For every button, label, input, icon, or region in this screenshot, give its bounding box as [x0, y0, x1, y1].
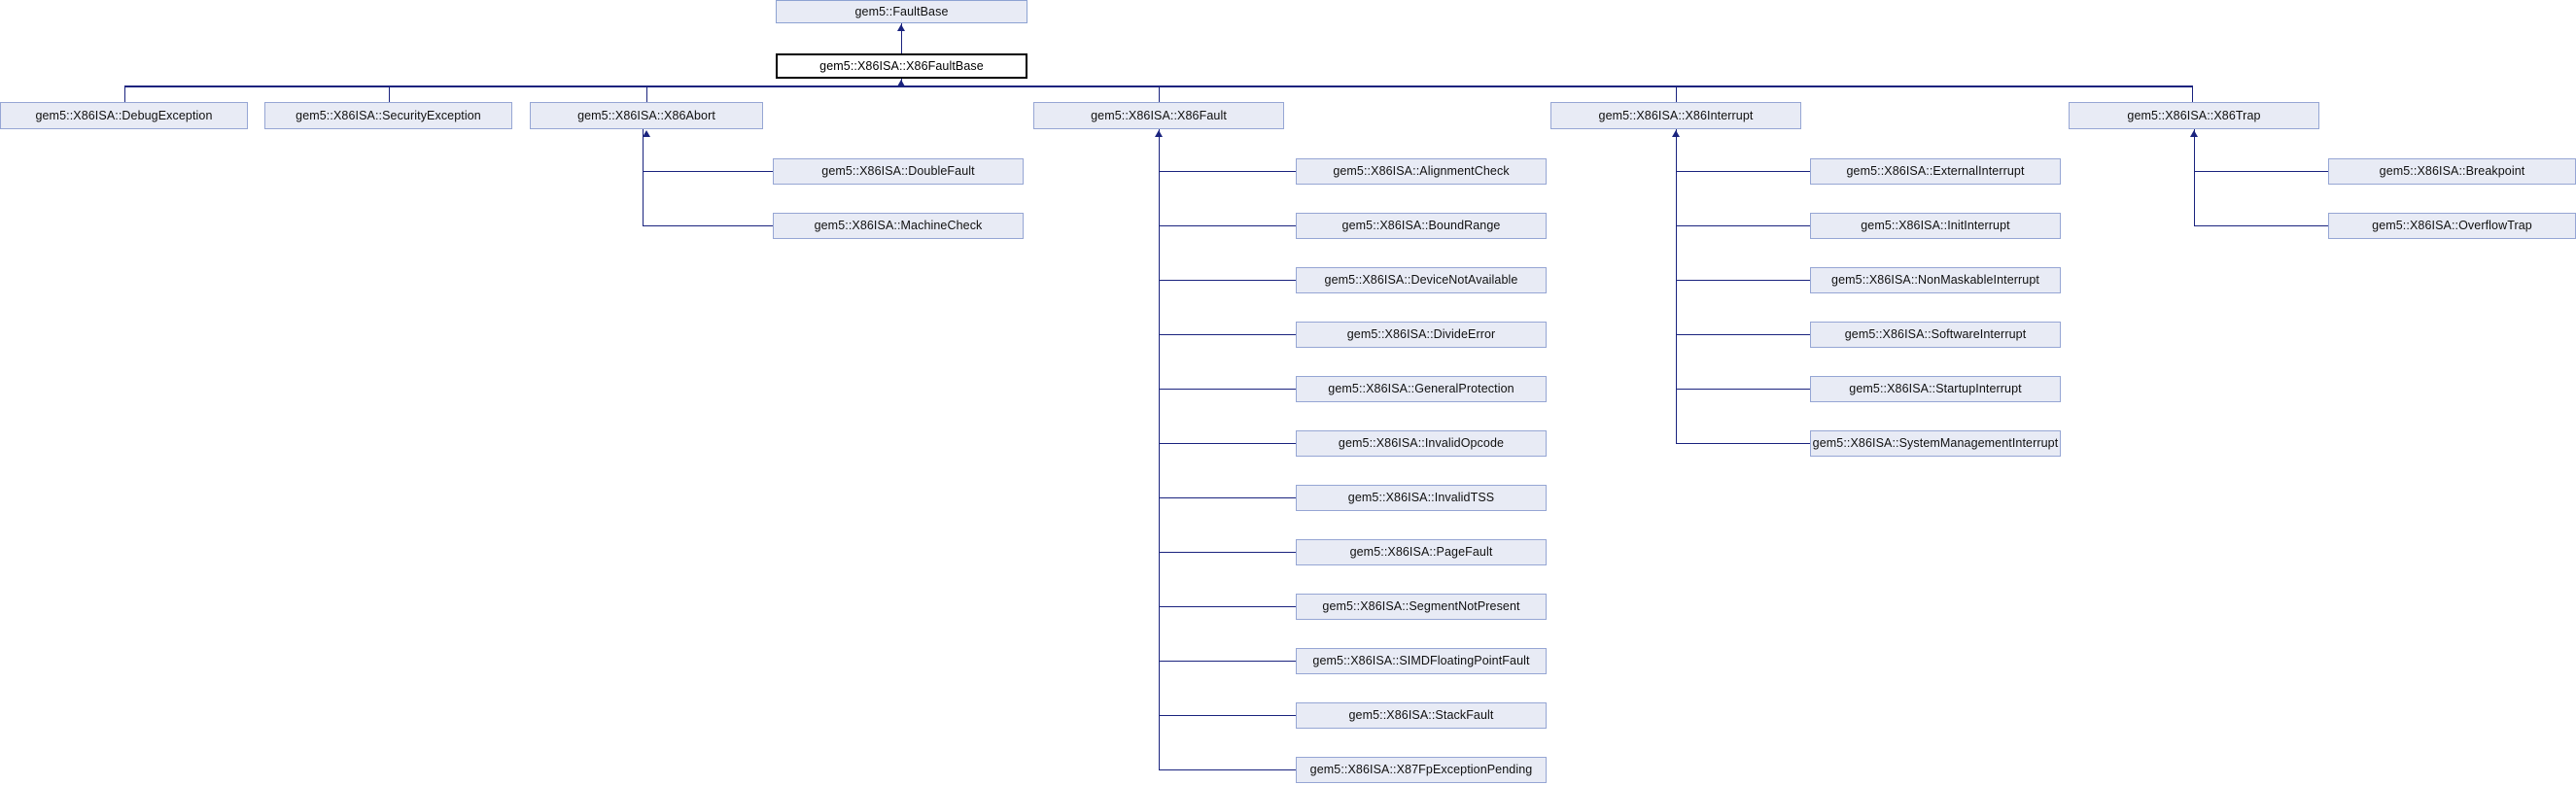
edge-leaf-fault-children-4: [1159, 389, 1296, 390]
class-node-security-exception[interactable]: gem5::X86ISA::SecurityException: [264, 102, 512, 129]
class-node-nonmaskable-interrupt[interactable]: gem5::X86ISA::NonMaskableInterrupt: [1810, 267, 2061, 293]
class-node-software-interrupt[interactable]: gem5::X86ISA::SoftwareInterrupt: [1810, 322, 2061, 348]
arrow-fault: [1155, 130, 1163, 137]
arrow-interrupt: [1672, 130, 1680, 137]
edge-leaf-trap-children-0: [2194, 171, 2328, 172]
edge-faultbase-to-x86faultbase: [901, 23, 902, 53]
class-node-bound-range[interactable]: gem5::X86ISA::BoundRange: [1296, 213, 1547, 239]
class-node-general-protection[interactable]: gem5::X86ISA::GeneralProtection: [1296, 376, 1547, 402]
edge-leaf-trap-children-1: [2194, 225, 2328, 226]
class-node-x87-fp-exception[interactable]: gem5::X86ISA::X87FpExceptionPending: [1296, 757, 1547, 783]
edge-leaf-fault-children-6: [1159, 497, 1296, 498]
class-node-debug-exception[interactable]: gem5::X86ISA::DebugException: [0, 102, 248, 129]
edge-leaf-interrupt-children-2: [1676, 280, 1810, 281]
edge-leaf-fault-children-3: [1159, 334, 1296, 335]
edge-sibling-drop-5: [2192, 85, 2193, 102]
edge-sibling-drop-4: [1676, 85, 1677, 102]
class-node-machine-check[interactable]: gem5::X86ISA::MachineCheck: [773, 213, 1024, 239]
edge-stem-interrupt-children: [1676, 129, 1677, 444]
class-node-segment-not-present[interactable]: gem5::X86ISA::SegmentNotPresent: [1296, 594, 1547, 620]
class-node-x86-fault-base[interactable]: gem5::X86ISA::X86FaultBase: [776, 53, 1027, 79]
edge-leaf-interrupt-children-1: [1676, 225, 1810, 226]
edge-leaf-fault-children-10: [1159, 715, 1296, 716]
class-node-x86-abort[interactable]: gem5::X86ISA::X86Abort: [530, 102, 763, 129]
class-node-invalid-opcode[interactable]: gem5::X86ISA::InvalidOpcode: [1296, 430, 1547, 457]
edge-leaf-interrupt-children-4: [1676, 389, 1810, 390]
edge-sibling-drop-0: [124, 85, 125, 102]
arrow-to-base-row: [897, 80, 905, 86]
edge-leaf-fault-children-11: [1159, 769, 1296, 770]
edge-stem-fault-children: [1159, 129, 1160, 770]
class-node-stack-fault[interactable]: gem5::X86ISA::StackFault: [1296, 702, 1547, 729]
edge-leaf-abort-children-0: [643, 171, 773, 172]
edge-leaf-fault-children-9: [1159, 661, 1296, 662]
class-node-init-interrupt[interactable]: gem5::X86ISA::InitInterrupt: [1810, 213, 2061, 239]
edge-leaf-fault-children-5: [1159, 443, 1296, 444]
edge-stem-trap-children: [2194, 129, 2195, 226]
arrow-abort: [643, 130, 650, 137]
class-node-external-interrupt[interactable]: gem5::X86ISA::ExternalInterrupt: [1810, 158, 2061, 185]
arrow-to-fault-base: [897, 24, 905, 31]
edge-leaf-fault-children-0: [1159, 171, 1296, 172]
edge-leaf-fault-children-2: [1159, 280, 1296, 281]
class-node-startup-interrupt[interactable]: gem5::X86ISA::StartupInterrupt: [1810, 376, 2061, 402]
class-node-invalid-tss[interactable]: gem5::X86ISA::InvalidTSS: [1296, 485, 1547, 511]
edge-leaf-abort-children-1: [643, 225, 773, 226]
edge-leaf-fault-children-7: [1159, 552, 1296, 553]
edge-sibling-drop-2: [646, 85, 647, 102]
edge-leaf-interrupt-children-0: [1676, 171, 1810, 172]
class-node-device-not-available[interactable]: gem5::X86ISA::DeviceNotAvailable: [1296, 267, 1547, 293]
class-node-divide-error[interactable]: gem5::X86ISA::DivideError: [1296, 322, 1547, 348]
edge-sibling-drop-3: [1159, 85, 1160, 102]
class-node-simd-fp-fault[interactable]: gem5::X86ISA::SIMDFloatingPointFault: [1296, 648, 1547, 674]
edge-sibling-drop-1: [389, 85, 390, 102]
edge-leaf-interrupt-children-5: [1676, 443, 1810, 444]
class-node-x86-trap[interactable]: gem5::X86ISA::X86Trap: [2069, 102, 2319, 129]
edge-leaf-fault-children-1: [1159, 225, 1296, 226]
edge-stem-abort-children: [643, 129, 644, 226]
class-node-x86-fault[interactable]: gem5::X86ISA::X86Fault: [1033, 102, 1284, 129]
arrow-trap: [2190, 130, 2198, 137]
class-node-x86-interrupt[interactable]: gem5::X86ISA::X86Interrupt: [1550, 102, 1801, 129]
class-node-breakpoint[interactable]: gem5::X86ISA::Breakpoint: [2328, 158, 2576, 185]
class-node-double-fault[interactable]: gem5::X86ISA::DoubleFault: [773, 158, 1024, 185]
class-node-overflow-trap[interactable]: gem5::X86ISA::OverflowTrap: [2328, 213, 2576, 239]
edge-leaf-interrupt-children-3: [1676, 334, 1810, 335]
class-node-fault-base[interactable]: gem5::FaultBase: [776, 0, 1027, 23]
class-node-smi-interrupt[interactable]: gem5::X86ISA::SystemManagementInterrupt: [1810, 430, 2061, 457]
edge-sibling-bar: [124, 85, 2192, 87]
edge-leaf-fault-children-8: [1159, 606, 1296, 607]
class-node-alignment-check[interactable]: gem5::X86ISA::AlignmentCheck: [1296, 158, 1547, 185]
class-node-page-fault[interactable]: gem5::X86ISA::PageFault: [1296, 539, 1547, 565]
